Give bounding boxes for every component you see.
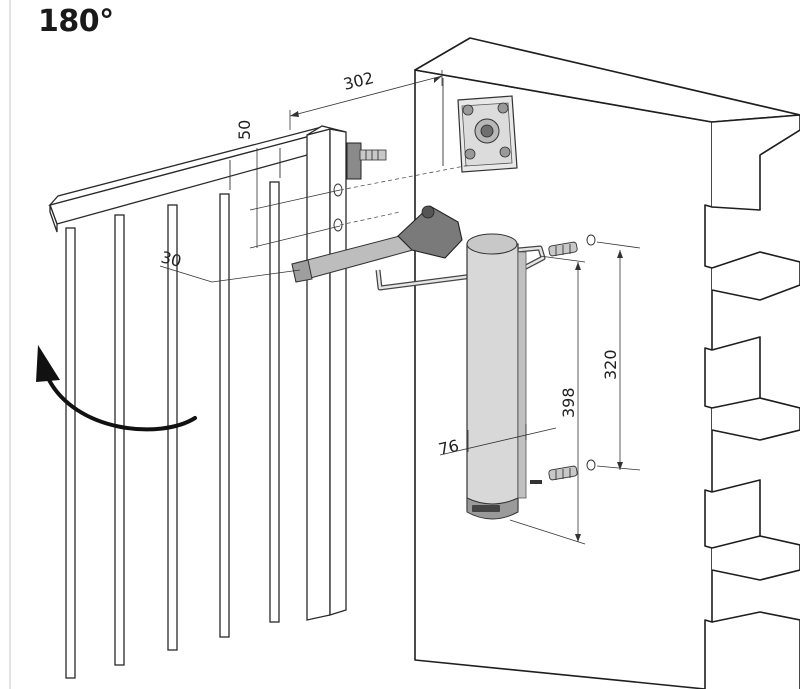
dimension-398: 398	[559, 387, 578, 418]
wall	[414, 37, 800, 689]
dimension-lines	[159, 70, 641, 545]
anchor-bolt-top	[548, 234, 596, 257]
dimension-320: 320	[601, 349, 620, 380]
motor-body	[466, 233, 527, 520]
angle-title: 180°	[38, 4, 114, 39]
hinge-plate	[457, 95, 518, 173]
dimension-302: 302	[341, 68, 375, 94]
gate	[48, 125, 387, 679]
operator-arm	[291, 205, 463, 283]
dimension-50: 50	[235, 120, 254, 140]
anchor-bolt-bottom	[530, 459, 596, 484]
dimension-76: 76	[437, 436, 461, 459]
rotation-arrow	[36, 345, 197, 432]
dimension-30: 30	[159, 247, 183, 270]
